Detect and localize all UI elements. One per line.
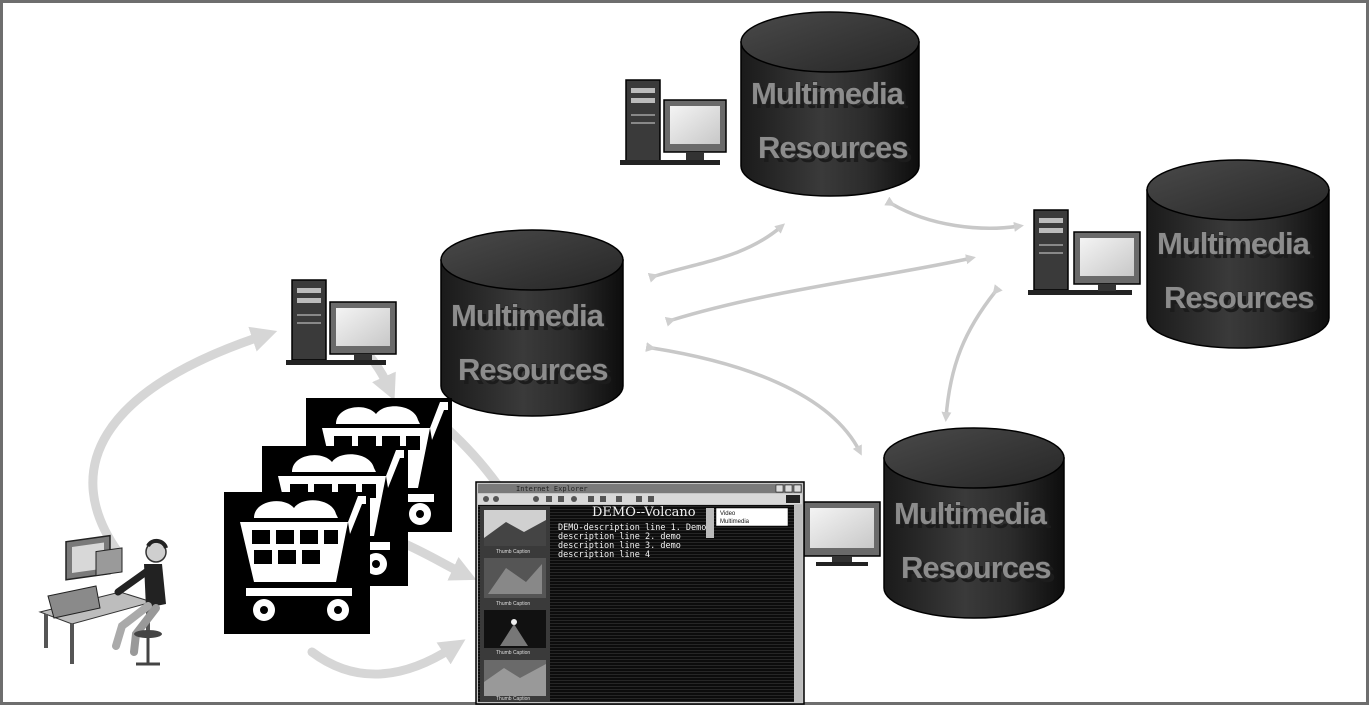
db-label-line1: Multimedia [451, 298, 605, 333]
db-label-line2: Resources [458, 352, 608, 387]
browser-title-bar [478, 484, 802, 493]
db-label-line1: Multimedia [751, 76, 905, 111]
db-label-line2-shadow: Resources [762, 134, 912, 169]
thumbnail-caption: Thumb Caption [496, 696, 530, 702]
window-scrollbar[interactable] [794, 505, 802, 702]
scrollbar[interactable] [706, 508, 714, 538]
page-heading: DEMO--Volcano [592, 505, 696, 520]
maximize-button[interactable] [784, 484, 793, 493]
arrow-right-bottom [941, 284, 1003, 422]
side-panel-item[interactable]: Multimedia [720, 519, 750, 525]
description-line: DEMO-description line 1. Demo [558, 523, 706, 533]
thumbnail-caption: Thumb Caption [496, 650, 530, 656]
db-label-line1-shadow: Multimedia [755, 80, 909, 115]
db-label-line1: Multimedia [894, 496, 1048, 531]
thumbnail[interactable]: Thumb Caption [484, 660, 546, 702]
computer-icon [620, 79, 727, 165]
thumbnail-caption: Thumb Caption [496, 549, 530, 555]
database-cylinder: Multimedia Multimedia Resources Resource… [740, 11, 920, 197]
arrow-top-right [884, 196, 1024, 232]
arrow-user-to-server [88, 326, 278, 557]
database-cylinder: Multimedia Multimedia Resources Resource… [883, 427, 1065, 619]
db-label-line1-shadow: Multimedia [455, 302, 609, 337]
browser-title: Internet Explorer [516, 485, 588, 493]
db-label-line2: Resources [1164, 280, 1314, 315]
connector-arrows [645, 196, 1024, 456]
database-cylinder: Multimedia Multimedia Resources Resource… [1146, 159, 1330, 349]
description-line: description line 2. demo [558, 532, 681, 542]
arrow-center-bottom [645, 342, 862, 456]
side-panel [715, 507, 789, 527]
thumbnail[interactable]: Thumb Caption [484, 558, 546, 607]
computer-icon [803, 501, 881, 566]
db-label-line2-shadow: Resources [905, 554, 1055, 589]
db-label-line2: Resources [758, 130, 908, 165]
thumbnail[interactable]: Thumb Caption [484, 510, 546, 555]
minimize-button[interactable] [775, 484, 784, 493]
db-label-line2-shadow: Resources [462, 356, 612, 391]
db-label-line1: Multimedia [1157, 226, 1311, 261]
person-at-computer-icon [38, 534, 168, 666]
db-label-line2-shadow: Resources [1168, 284, 1318, 319]
db-label-line1-shadow: Multimedia [1161, 230, 1315, 265]
thumbnail[interactable]: Thumb Caption [484, 610, 546, 656]
db-label-line2: Resources [901, 550, 1051, 585]
computer-icon [1028, 209, 1141, 295]
shopping-cart-icon [224, 492, 370, 634]
db-label-line1-shadow: Multimedia [898, 500, 1052, 535]
thumbnail-caption: Thumb Caption [496, 601, 530, 607]
toolbar-icons [483, 495, 800, 503]
arrow-center-top [647, 223, 786, 283]
arrow-center-right [664, 254, 976, 327]
side-panel-item[interactable]: Video [720, 511, 736, 517]
arrow-user-to-browser [307, 639, 466, 679]
description-line: description line 4 [558, 550, 650, 560]
computer-icon [286, 279, 397, 365]
database-cylinder: Multimedia Multimedia Resources Resource… [440, 229, 624, 417]
description-line: description line 3. demo [558, 541, 681, 551]
close-button[interactable] [793, 484, 802, 493]
browser-window: Internet Explorer Thumb Caption Thumb Ca… [475, 481, 805, 705]
